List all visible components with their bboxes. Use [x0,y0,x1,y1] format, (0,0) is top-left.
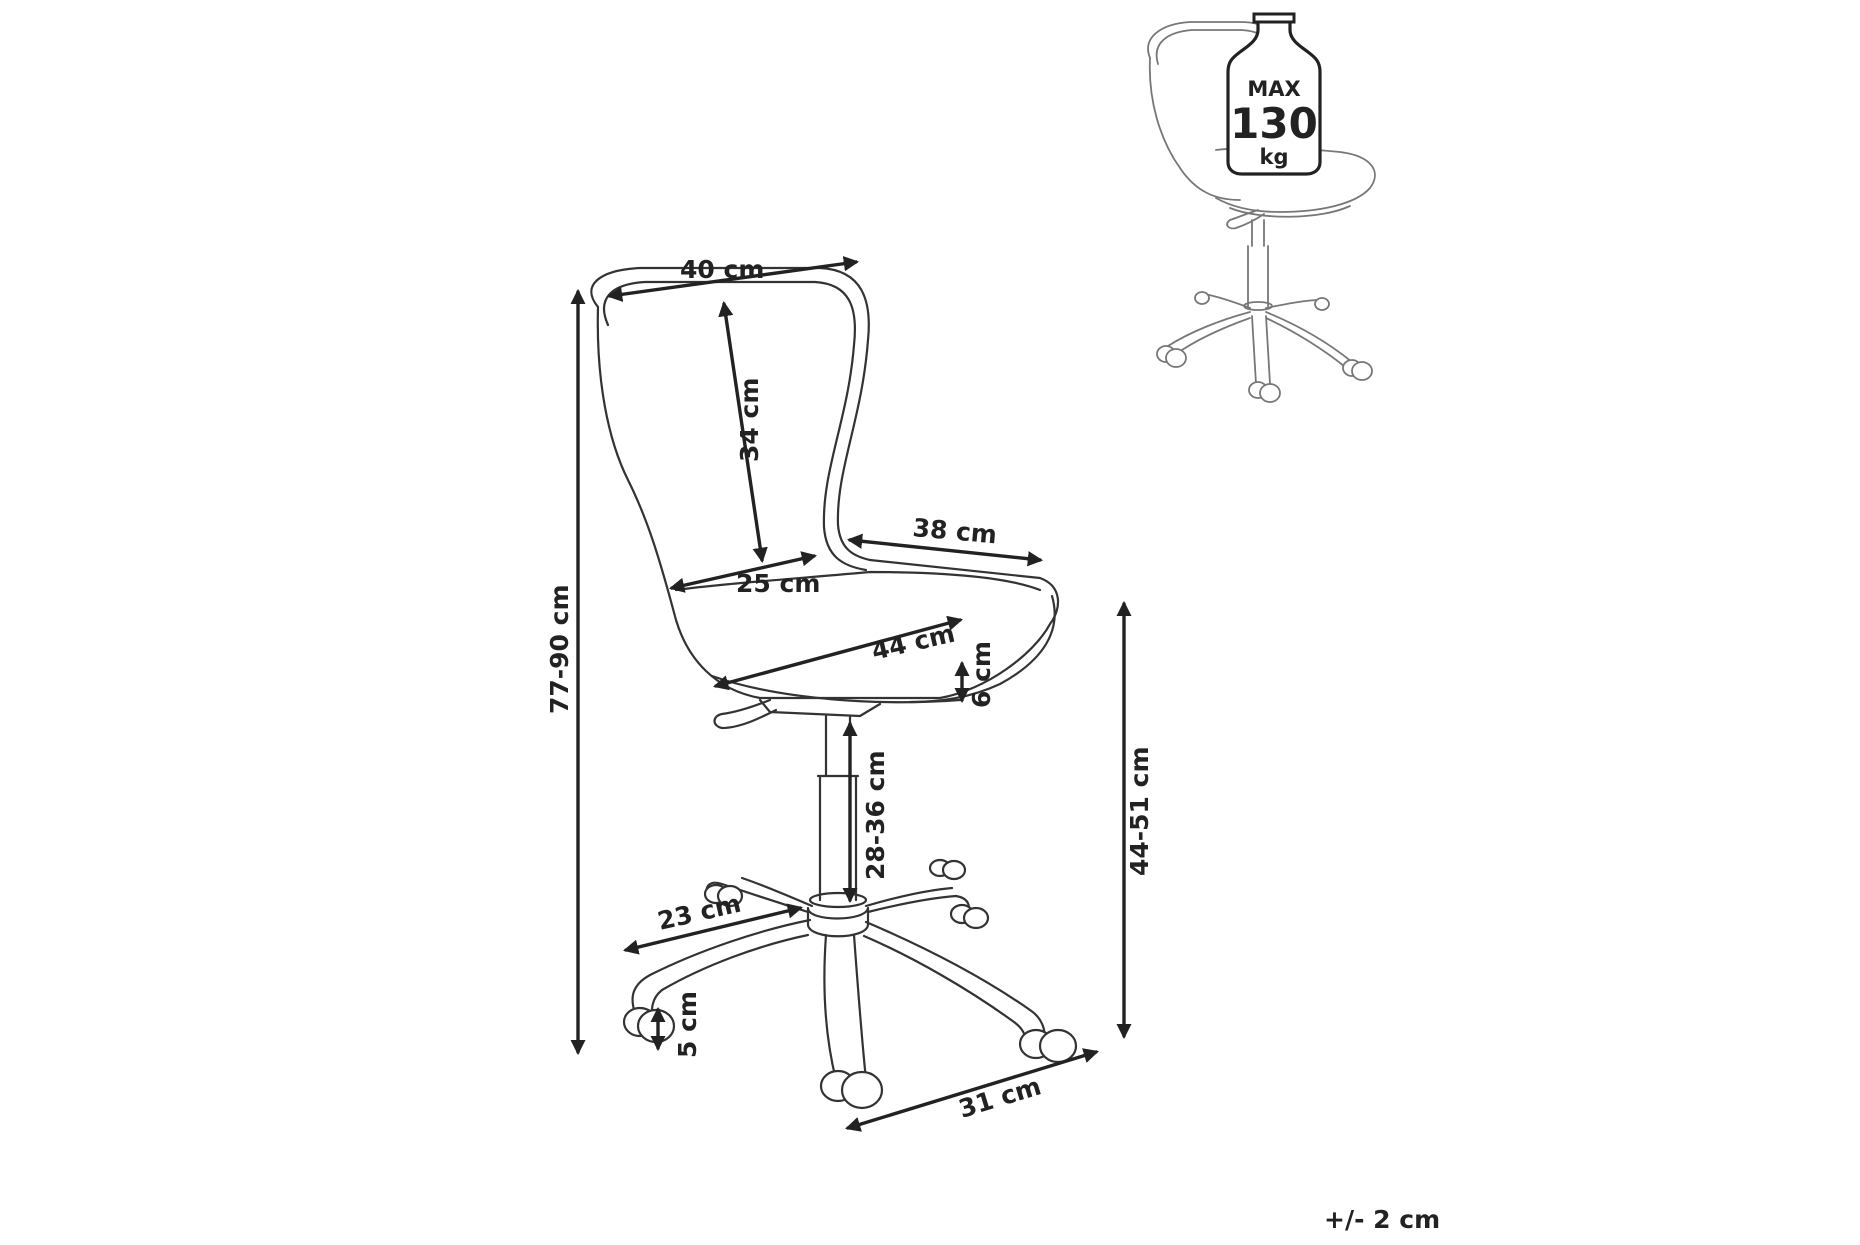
leg-front [823,933,868,1082]
arrow-backrest-height [718,300,768,564]
dimension-arrows [570,256,1132,1132]
small-wheel-left-b [1165,348,1187,368]
label-base-radius: 31 cm [955,1071,1044,1123]
wheel-right [1018,1028,1078,1064]
small-wheel-back-right [1314,297,1330,311]
backrest-outer [590,266,1060,700]
tolerance-note: +/- 2 cm [1324,1205,1440,1234]
label-leg-length: 23 cm [655,889,744,936]
cylinder-collar [808,891,868,909]
wheel-back-left [703,883,744,908]
small-legs [1167,293,1353,385]
gas-cylinder-upper [824,714,852,778]
max-load-label: MAX [1247,77,1300,101]
label-seat-thickness: 6 cm [967,641,996,708]
height-lever [713,698,778,730]
leg-left [631,918,812,1022]
label-total-height: 77-90 cm [545,584,574,714]
arrow-seat-width [713,615,963,691]
label-seat-height: 44-51 cm [1125,746,1154,876]
wheel-back-right [949,903,990,930]
max-load-value: 130 [1230,99,1318,148]
small-wheel-front-b [1259,383,1281,403]
arrow-leg-length [623,903,803,955]
small-cylinder [1247,219,1269,307]
wheel-front [819,1069,884,1110]
label-backrest-height: 34 cm [735,378,764,462]
small-seat-under [1229,205,1351,218]
label-gas-lift-height: 28-36 cm [861,750,890,880]
leg-right [862,920,1046,1046]
load-capacity-chair: MAX 130 kg [1147,12,1376,403]
base-hub [806,906,870,938]
arrow-backrest-bottom [669,551,817,593]
arrow-backrest-width [606,256,860,302]
label-seat-depth: 38 cm [911,513,998,549]
arrow-base-radius [845,1048,1099,1132]
small-wheel-right-b [1351,361,1373,381]
label-seat-width: 44 cm [869,619,958,666]
weight-icon [1226,12,1322,176]
seat-mechanism [758,698,882,718]
arrow-seat-depth [846,533,1044,567]
small-backrest-left [1148,57,1241,201]
label-backrest-bottom-width: 25 cm [736,569,820,598]
max-load-unit: kg [1260,145,1289,169]
main-chair-drawing [590,266,1078,1110]
small-wheel-back-left [1194,291,1210,305]
label-wheel-size: 5 cm [673,991,702,1058]
gas-cylinder-lower [816,774,860,902]
label-backrest-width: 40 cm [680,255,764,284]
wheel-left [622,1006,676,1044]
wheel-back-mid [928,858,967,881]
